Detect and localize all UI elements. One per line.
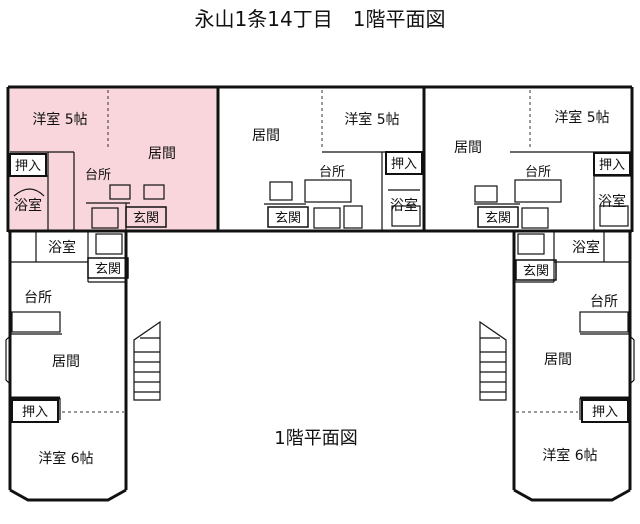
- rb-bath-label: 浴室: [572, 239, 600, 256]
- unit1-entrance-label: 玄関: [133, 211, 159, 226]
- unit1-western-label: 洋室 5帖: [32, 111, 87, 128]
- rb-western-label: 洋室 6帖: [542, 447, 597, 464]
- rb-entrance-label: 玄関: [523, 264, 549, 279]
- entrance-box-u3: [477, 206, 519, 228]
- lb-living-label: 居間: [52, 354, 80, 370]
- lb-entrance-label: 玄関: [95, 262, 121, 277]
- unit3-western-label: 洋室 5帖: [554, 109, 609, 126]
- unit3-kitchen-label: 台所: [525, 165, 551, 180]
- stairs-left: [133, 320, 161, 401]
- entrance-box-rb: [515, 259, 557, 281]
- unit3-entrance-label: 玄関: [485, 211, 511, 226]
- entrance-box-u1: [125, 206, 167, 228]
- entrance-box-u2: [267, 206, 309, 228]
- top-row-walls: [6, 85, 634, 233]
- page-title: 永山1条14丁目 1階平面図: [195, 7, 446, 31]
- unit3-living-label: 居間: [454, 140, 482, 156]
- unit2-kitchen-label: 台所: [319, 165, 345, 180]
- unit1-closet-label: 押入: [15, 159, 41, 174]
- unit1-living-label: 居間: [148, 146, 176, 162]
- unit2-closet-label: 押入: [391, 157, 417, 172]
- right-bottom-unit-walls: [512, 232, 635, 502]
- lb-bath-label: 浴室: [48, 239, 76, 256]
- unit3-bath-label: 浴室: [598, 193, 626, 210]
- closet-box-u1: [9, 153, 47, 177]
- lb-closet-label: 押入: [22, 405, 48, 420]
- stairs-right: [479, 320, 507, 401]
- center-floor-label: 1階平面図: [274, 428, 357, 449]
- rb-kitchen-label: 台所: [590, 294, 618, 310]
- lb-western-label: 洋室 6帖: [38, 450, 93, 467]
- entrance-box-lb: [87, 257, 129, 279]
- unit2-walls: [264, 90, 424, 230]
- unit2-western-label: 洋室 5帖: [344, 111, 399, 128]
- closet-box-lb: [11, 399, 59, 423]
- unit2-entrance-label: 玄関: [275, 211, 301, 226]
- lb-kitchen-label: 台所: [24, 290, 52, 306]
- rb-living-label: 居間: [544, 352, 572, 368]
- closet-box-u2: [385, 151, 423, 175]
- unit2-living-label: 居間: [252, 128, 280, 144]
- unit3-closet-label: 押入: [599, 158, 625, 173]
- unit2-bath-label: 浴室: [390, 197, 418, 214]
- rb-closet-label: 押入: [592, 405, 618, 420]
- unit1-kitchen-label: 台所: [85, 168, 111, 183]
- closet-box-u3: [593, 152, 631, 176]
- unit1-bath-label: 浴室: [14, 197, 42, 214]
- closet-box-rb: [581, 399, 629, 423]
